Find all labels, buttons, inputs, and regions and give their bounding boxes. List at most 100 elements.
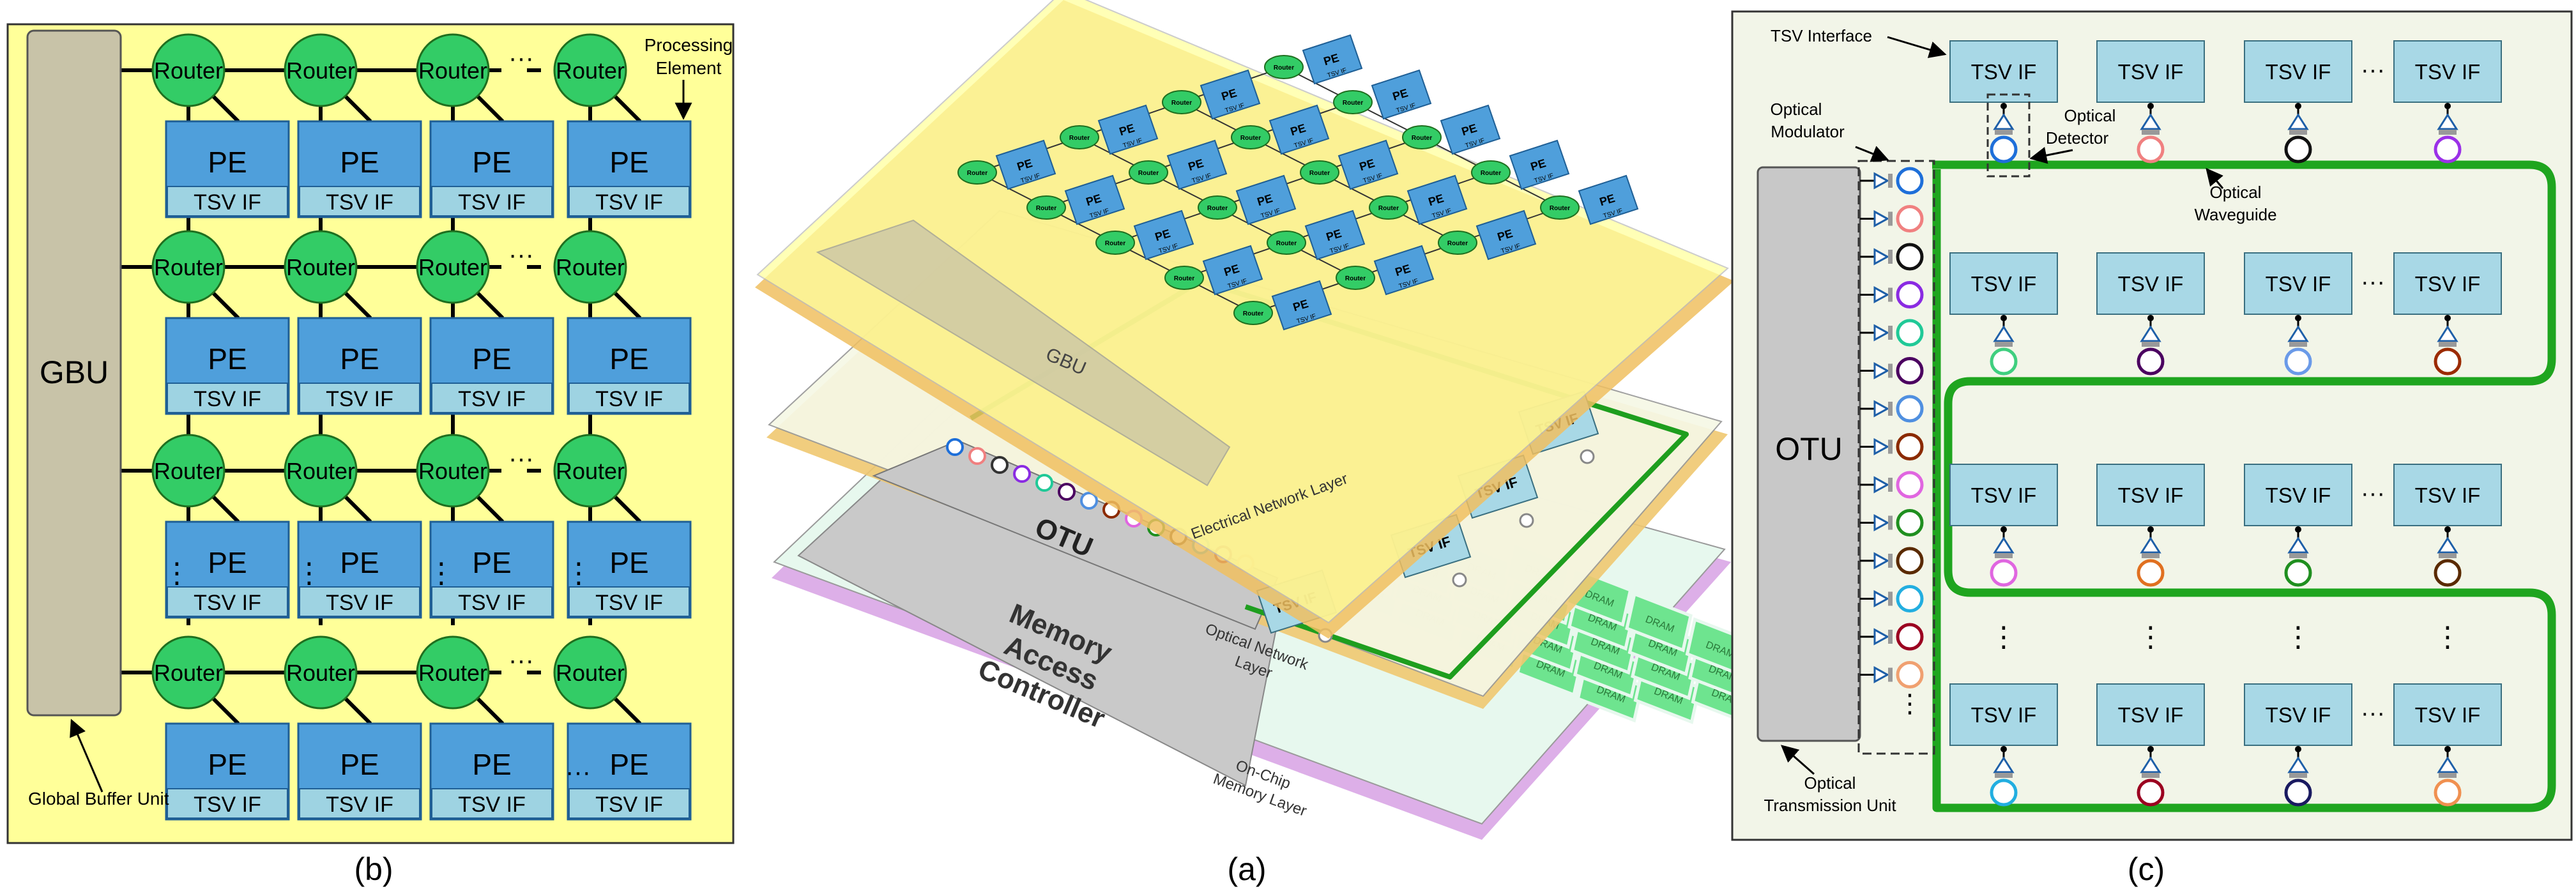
connector-dot: [2444, 746, 2451, 752]
callout-waveguide-line1: Optical: [2210, 183, 2262, 202]
router-3d: Router: [1026, 195, 1066, 220]
pe-tsv-label: TSV IF: [458, 591, 526, 615]
router-node-3d: [1264, 55, 1304, 79]
router-node: [284, 33, 358, 107]
optical-modulator: [1860, 281, 1924, 308]
dram-cell: [1625, 591, 1693, 653]
optical-modulator: [1860, 319, 1924, 347]
optical-ring-detector-3d: [1580, 449, 1595, 464]
router-node-3d: [1300, 160, 1339, 185]
tsv-interface-block: [2393, 464, 2502, 526]
vertical-ellipsis: ⋮: [2434, 621, 2462, 653]
optical-detector-icon: [2140, 113, 2161, 130]
router-3d: Router: [1438, 231, 1477, 255]
otu-block: [1757, 166, 1861, 742]
optical-modulator: [1860, 243, 1924, 271]
optical-detector-icon: [2140, 536, 2161, 554]
modulator-icon: [1873, 361, 1890, 380]
pe-tsv-interface: [568, 383, 690, 413]
optical-ring-modulator-3d: [1013, 465, 1031, 483]
router-pe-link: [342, 493, 372, 524]
callout-global-buffer-unit: Global Buffer Unit: [28, 789, 169, 809]
tsv-interface-unit: TSV IF: [2393, 40, 2502, 163]
optical-ring-detector: [2284, 559, 2312, 587]
tsv-interface-block: [2096, 464, 2205, 526]
router-node: [416, 434, 490, 508]
modulator-icon: [1873, 324, 1890, 342]
connector-dot: [2001, 315, 2007, 321]
tsv-interface-unit: TSV IF: [2096, 683, 2205, 807]
pe-tsv-label: TSV IF: [194, 387, 261, 411]
pe-block-3d: [1578, 174, 1639, 225]
detector-base: [2289, 773, 2307, 778]
router: Router: [151, 33, 225, 107]
router: Router: [553, 635, 627, 710]
optical-ring-detector: [2434, 779, 2462, 807]
tsv-interface-block: [1949, 464, 2058, 526]
tsv-interface-unit: TSV IF: [2244, 40, 2352, 163]
connector-dot: [2001, 526, 2007, 533]
pe-tsv-label: TSV IF: [595, 591, 663, 615]
detector-base: [1995, 342, 2013, 347]
optical-ring-detector: [1990, 559, 2018, 587]
tsv-interface-label: TSV IF: [2415, 483, 2481, 507]
router-3d: Router: [1540, 195, 1580, 220]
caption-b: (b): [354, 851, 393, 887]
vertical-ellipsis: ⋮: [2284, 621, 2312, 653]
optical-ring-detector: [1990, 135, 2018, 163]
optical-detector-icon: [2287, 113, 2309, 130]
optical-ring-detector: [2137, 559, 2165, 587]
router-node-3d: [1026, 195, 1066, 220]
router-3d: Router: [1267, 231, 1306, 255]
optical-modulator: [1860, 471, 1924, 499]
callout-modulator-line1: Optical: [1771, 100, 1822, 119]
router-pe-link: [611, 493, 642, 524]
callout-otu-arrow: [1780, 745, 1815, 775]
tsv-interface-unit: TSV IF: [2096, 40, 2205, 163]
pe-tsv-label: TSV IF: [326, 190, 393, 215]
router-3d: Router: [1336, 266, 1375, 290]
pe-tsv-label: TSV IF: [458, 387, 526, 411]
router: Router: [284, 635, 358, 710]
modulator-icon: [1873, 513, 1890, 532]
router-3d: Router: [1162, 90, 1201, 114]
pe-label: PE: [472, 342, 511, 376]
tsv-interface-unit: TSV IF: [1949, 464, 2058, 587]
optical-ring-detector: [2137, 347, 2165, 376]
router-3d: Router: [1231, 125, 1270, 149]
optical-modulator: [1860, 547, 1924, 575]
optical-modulator: [1860, 661, 1924, 688]
tsv-interface-label: TSV IF: [2266, 703, 2331, 727]
modulator-icon: [1873, 628, 1890, 646]
optical-ring-detector: [2284, 779, 2312, 807]
router-label-3d: Router: [1240, 135, 1261, 142]
pe-block-3d: [1271, 280, 1332, 331]
tsv-interface-label: TSV IF: [1971, 272, 2037, 296]
callout-modulator-line2: Modulator: [1771, 122, 1845, 141]
detector-base: [2439, 342, 2457, 347]
pe-block-3d: [1406, 174, 1468, 225]
router: Router: [151, 434, 225, 508]
modulator-icon: [1873, 589, 1890, 608]
pe-tsv-interface: [299, 186, 420, 217]
router-label-3d: Router: [1345, 275, 1366, 282]
router-pe-link: [210, 289, 240, 320]
pe-tsv-interface: [431, 788, 553, 819]
modulator-icon: [1873, 172, 1890, 190]
router-3d: Router: [1402, 125, 1442, 149]
callout-processing-element-line1: Processing: [644, 35, 733, 55]
optical-modulator: [1860, 357, 1924, 384]
pe-tsv-interface: [167, 586, 288, 617]
pe-label: PE: [609, 146, 648, 179]
router-label: Router: [556, 458, 625, 484]
